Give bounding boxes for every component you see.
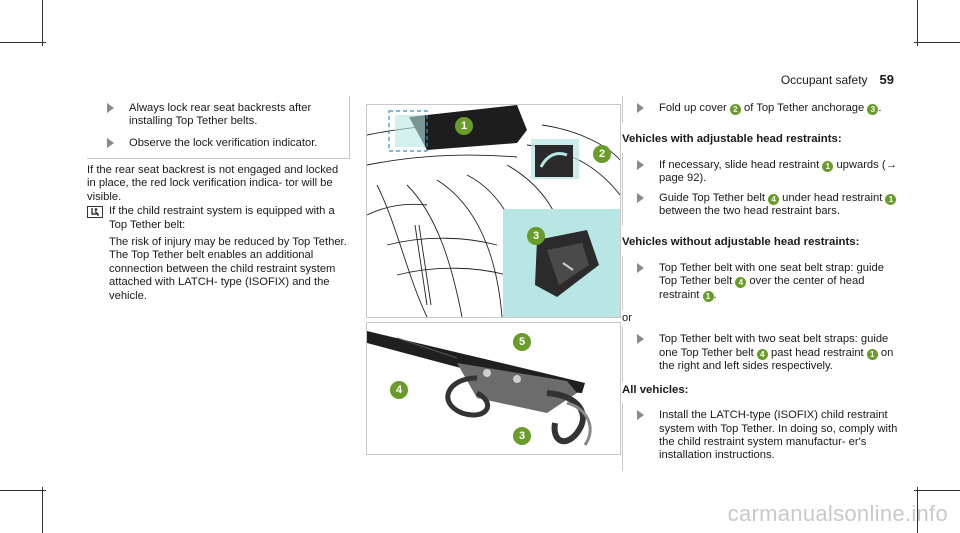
belt-illustration [367,331,592,446]
figure-top-tether-belt: 5 4 3 [366,322,621,455]
warning-box: Always lock rear seat backrests after in… [87,96,350,159]
steps-two-straps: Top Tether belt with two seat belt strap… [622,327,902,382]
lock-paragraph: If the rear seat backrest is not engaged… [87,164,339,203]
bullet-observe-indicator: Observe the lock verification indicator. [107,137,341,150]
crop-mark [917,487,918,533]
figure-top-tether-anchorage: 1 2 3 [366,104,621,318]
steps-all-vehicles: Install the LATCH-type (ISOFIX) child re… [622,403,902,471]
heading-non-adjustable: Vehicles without adjustable head restrai… [622,236,860,249]
callout-inline: 1 [885,193,897,205]
watermark: carmanualsonline.info [727,501,948,526]
callout-5: 5 [513,333,531,351]
crop-mark [42,487,43,533]
seat-illustration [367,105,620,317]
callout-inline: 1 [822,160,834,172]
bullet-arrow-icon [637,103,644,113]
crop-mark [0,42,46,43]
page-header: Occupant safety 59 [781,72,894,87]
bullet-arrow-icon [107,137,114,148]
left-body: If the rear seat backrest is not engaged… [87,164,349,303]
callout-inline: 1 [702,290,714,302]
callout-3: 3 [527,227,545,245]
child-seat-icon [87,206,103,219]
or-text: or [622,312,632,325]
bullet-arrow-icon [637,410,644,421]
child-seat-note: If the child restraint system is equippe… [87,205,349,303]
crop-mark [914,42,960,43]
bullet-arrow-icon [637,334,644,345]
callout-inline: 2 [729,104,741,115]
heading-all-vehicles: All vehicles: [622,383,689,396]
callout-3-belt: 3 [513,427,531,445]
note-line-1: If the child restraint system is equippe… [109,205,335,231]
callout-2: 2 [593,145,611,163]
steps-non-adjustable: Top Tether belt with one seat belt strap… [622,255,902,311]
crop-mark [917,0,918,46]
steps-adjustable: If necessary, slide head restraint 1 upw… [622,152,902,227]
bullet-arrow-icon [637,159,644,170]
right-column: Fold up cover 2 of Top Tether anchorage … [622,96,902,471]
bullet-arrow-icon [107,103,114,113]
crop-mark [0,490,46,491]
bullet-arrow-icon [637,262,644,273]
crop-mark [914,490,960,491]
crop-mark [42,0,43,46]
section-title: Occupant safety [780,73,868,87]
callout-1: 1 [455,117,473,135]
heading-adjustable: Vehicles with adjustable head restraints… [622,133,842,146]
bullet-arrow-icon [637,192,644,203]
note-line-2: The risk of injury may be reduced by Top… [109,236,347,302]
bullet-lock-backrests: Always lock rear seat backrests after in… [107,102,341,129]
callout-inline: 4 [735,277,747,289]
callout-inline: 1 [866,348,878,360]
callout-inline: 4 [768,193,780,205]
callout-4: 4 [390,381,408,399]
callout-inline: 4 [756,348,768,360]
callout-inline: 3 [867,104,879,115]
step-fold-cover: Fold up cover 2 of Top Tether anchorage … [622,96,902,124]
page-number: 59 [879,72,894,87]
